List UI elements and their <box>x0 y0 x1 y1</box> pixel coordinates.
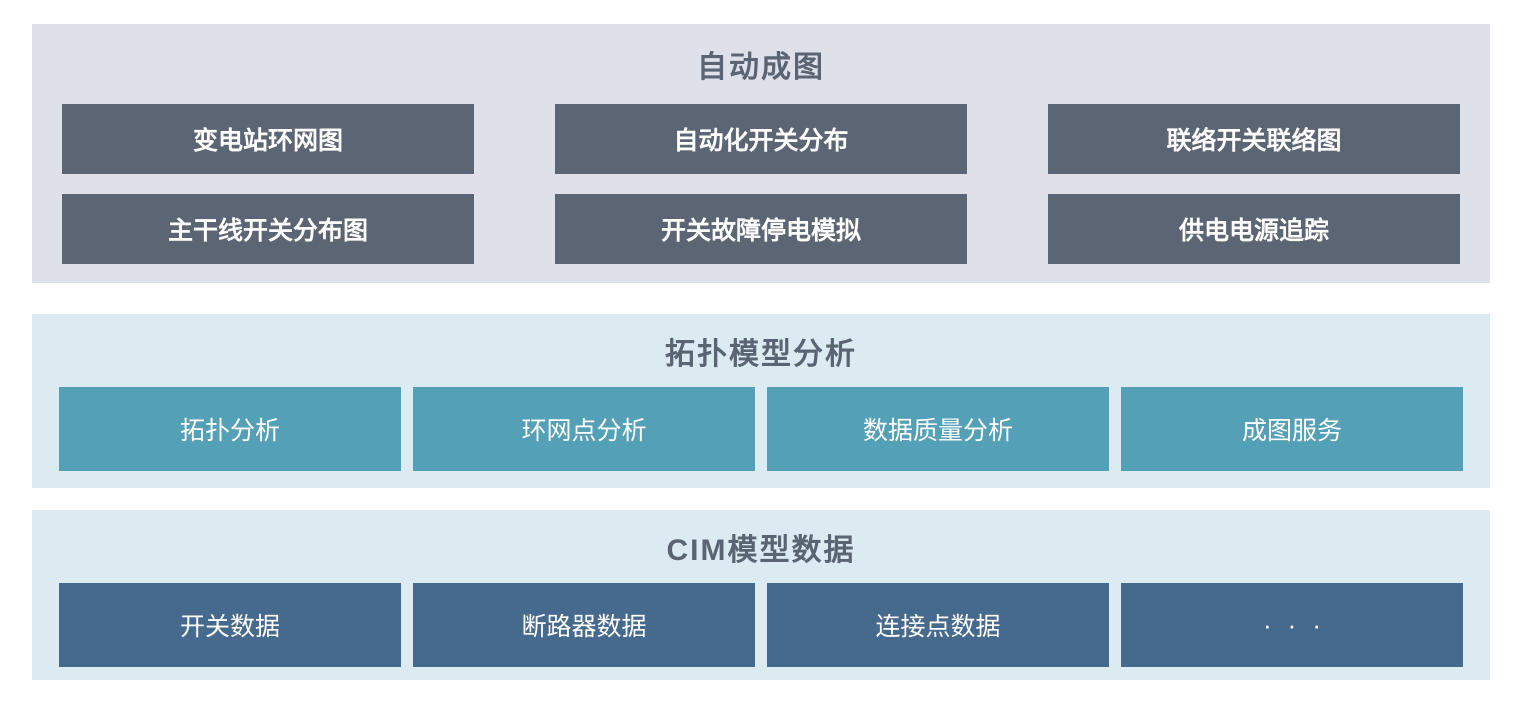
topology-block-grid: 拓扑分析 环网点分析 数据质量分析 成图服务 <box>32 387 1490 471</box>
section-auto-diagram-generation: 自动成图 变电站环网图 自动化开关分布 联络开关联络图 主干线开关分布图 开关故… <box>32 24 1490 283</box>
block-diagram-generation-service: 成图服务 <box>1121 387 1463 471</box>
auto-diagram-block-grid: 变电站环网图 自动化开关分布 联络开关联络图 主干线开关分布图 开关故障停电模拟… <box>32 104 1490 264</box>
block-trunk-line-switch-distribution-diagram: 主干线开关分布图 <box>62 194 474 264</box>
block-connection-point-data: 连接点数据 <box>767 583 1109 667</box>
block-power-supply-source-tracing: 供电电源追踪 <box>1048 194 1460 264</box>
block-more-data-ellipsis: ··· <box>1121 583 1463 667</box>
block-tie-switch-connection-diagram: 联络开关联络图 <box>1048 104 1460 174</box>
block-ring-network-point-analysis: 环网点分析 <box>413 387 755 471</box>
block-switch-data: 开关数据 <box>59 583 401 667</box>
section-topology-model-analysis: 拓扑模型分析 拓扑分析 环网点分析 数据质量分析 成图服务 <box>32 314 1490 488</box>
section-cim-model-data: CIM模型数据 开关数据 断路器数据 连接点数据 ··· <box>32 510 1490 680</box>
section-title-auto-diagram-generation: 自动成图 <box>697 51 825 84</box>
block-automated-switch-distribution: 自动化开关分布 <box>555 104 967 174</box>
block-circuit-breaker-data: 断路器数据 <box>413 583 755 667</box>
cim-block-grid: 开关数据 断路器数据 连接点数据 ··· <box>32 583 1490 667</box>
block-switch-fault-outage-simulation: 开关故障停电模拟 <box>555 194 967 264</box>
section-title-topology-model-analysis: 拓扑模型分析 <box>665 337 857 371</box>
block-data-quality-analysis: 数据质量分析 <box>767 387 1109 471</box>
block-topology-analysis: 拓扑分析 <box>59 387 401 471</box>
block-substation-ring-network-diagram: 变电站环网图 <box>62 104 474 174</box>
section-title-cim-model-data: CIM模型数据 <box>666 533 856 567</box>
